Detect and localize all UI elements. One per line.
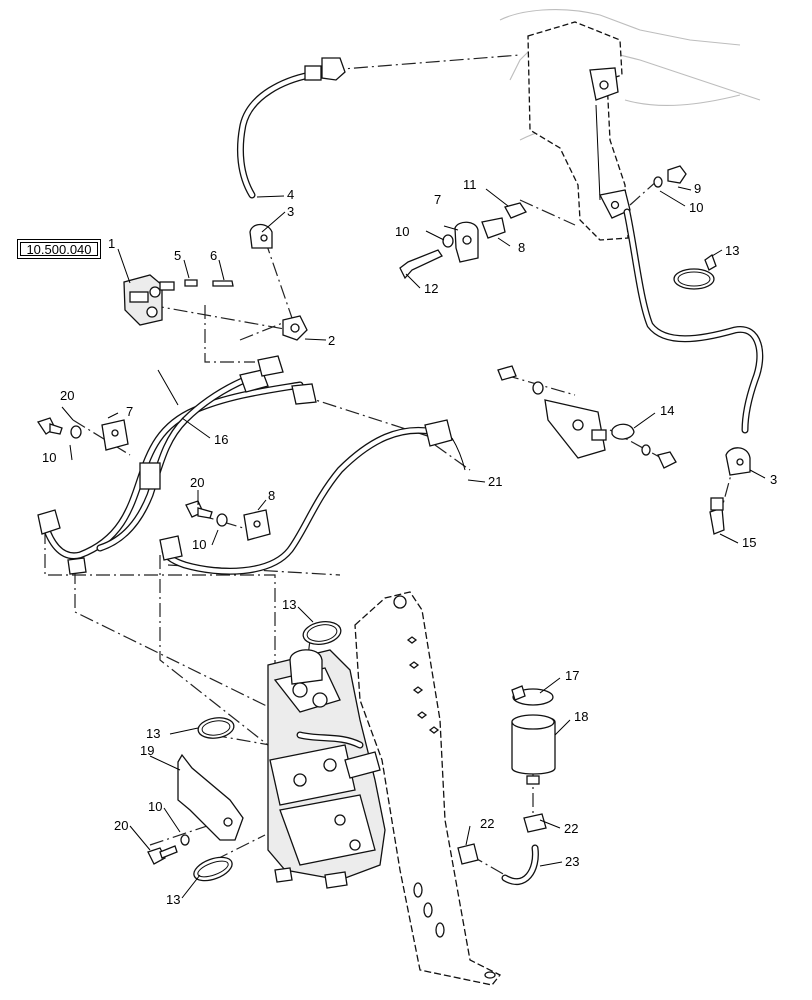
clamp-part-13-bottom[interactable] [191, 853, 235, 885]
callout-8-upper[interactable]: 8 [518, 240, 525, 255]
fitting-part-15[interactable] [709, 497, 725, 535]
shield-part-19[interactable] [177, 753, 244, 841]
callout-10-upper[interactable]: 10 [395, 224, 409, 239]
callout-13-bottom[interactable]: 13 [166, 892, 180, 907]
spacer-part-11[interactable] [504, 202, 527, 219]
bracket-holes [406, 636, 496, 979]
callout-15[interactable]: 15 [742, 535, 756, 550]
callout-3-upper[interactable]: 3 [287, 204, 294, 219]
callout-7-upper[interactable]: 7 [434, 192, 441, 207]
callout-5[interactable]: 5 [174, 248, 181, 263]
fitting-part-2[interactable] [282, 315, 308, 341]
compressor-assembly[interactable] [267, 649, 386, 889]
washer-part-10-lower[interactable] [180, 834, 190, 846]
bolt-part-20-left[interactable] [36, 417, 63, 435]
callout-10-right[interactable]: 10 [689, 200, 703, 215]
washer-part-10-left[interactable] [70, 425, 82, 439]
callout-1[interactable]: 1 [108, 236, 115, 251]
callout-20-lower[interactable]: 20 [114, 818, 128, 833]
hose-part-4[interactable] [236, 57, 346, 199]
pin-part-6[interactable] [212, 280, 234, 287]
callout-12[interactable]: 12 [424, 281, 438, 296]
mounting-bracket-upper[interactable] [527, 21, 631, 241]
bracket-part-14[interactable] [497, 365, 677, 469]
callout-10-left[interactable]: 10 [42, 450, 56, 465]
callout-16[interactable]: 16 [214, 432, 228, 447]
callout-23[interactable]: 23 [565, 854, 579, 869]
callout-6[interactable]: 6 [210, 248, 217, 263]
clip-part-8-upper[interactable] [481, 217, 506, 239]
callout-18[interactable]: 18 [574, 709, 588, 724]
callout-4[interactable]: 4 [287, 187, 294, 202]
callout-22-right[interactable]: 22 [564, 821, 578, 836]
leader-lines [61, 186, 766, 899]
clamp-part-7-left[interactable] [101, 419, 129, 451]
callout-22-left[interactable]: 22 [480, 816, 494, 831]
callout-7-left[interactable]: 7 [126, 404, 133, 419]
callout-20-middle[interactable]: 20 [190, 475, 204, 490]
clamp-part-17[interactable] [511, 685, 554, 706]
fitting-part-22-right[interactable] [523, 813, 547, 833]
filter-part-18[interactable] [511, 714, 556, 785]
harness-part-21[interactable] [159, 419, 466, 575]
callout-2[interactable]: 2 [328, 333, 335, 348]
clamp-part-3-right[interactable] [725, 447, 751, 476]
washer-part-10-upper[interactable] [442, 234, 454, 248]
callout-13-lower-top[interactable]: 13 [282, 597, 296, 612]
clamp-part-13-lower-top[interactable] [301, 619, 342, 647]
clamp-part-7-upper[interactable] [454, 221, 479, 263]
callout-19[interactable]: 19 [140, 743, 154, 758]
harness-part-16[interactable] [37, 355, 317, 575]
nut-part-9[interactable] [667, 165, 687, 184]
callout-14[interactable]: 14 [660, 403, 674, 418]
callout-9[interactable]: 9 [694, 181, 701, 196]
bolt-part-20-middle[interactable] [185, 500, 213, 519]
fitting-part-22-left[interactable] [457, 843, 479, 865]
bolt-part-12[interactable] [399, 249, 443, 280]
callout-10-lower[interactable]: 10 [148, 799, 162, 814]
callout-13-lower-left[interactable]: 13 [146, 726, 160, 741]
callout-13-upper-right[interactable]: 13 [725, 243, 739, 258]
callout-20-left[interactable]: 20 [60, 388, 74, 403]
reference-box[interactable]: 10.500.040 [17, 239, 101, 259]
mounting-bracket-lower[interactable] [354, 591, 502, 986]
hose-right-side[interactable] [623, 208, 764, 434]
pin-part-5[interactable] [184, 279, 198, 287]
hose-part-23[interactable] [501, 844, 539, 886]
clamp-part-13-upper-right[interactable] [673, 253, 717, 290]
washer-part-10-middle[interactable] [216, 513, 228, 527]
valve-part-1[interactable] [123, 274, 175, 326]
callout-3-right[interactable]: 3 [770, 472, 777, 487]
clamp-part-13-lower-left[interactable] [197, 716, 235, 741]
callout-17[interactable]: 17 [565, 668, 579, 683]
clamp-part-3-upper[interactable] [249, 223, 273, 249]
washer-part-10-right[interactable] [653, 176, 663, 188]
callout-10-middle[interactable]: 10 [192, 537, 206, 552]
callout-11[interactable]: 11 [463, 177, 477, 192]
callout-21[interactable]: 21 [488, 474, 502, 489]
clip-part-8-middle[interactable] [243, 509, 271, 541]
callout-8-middle[interactable]: 8 [268, 488, 275, 503]
bolt-part-20-lower[interactable] [147, 845, 178, 865]
callout-labels: 1 2 3 3 4 5 6 7 7 8 8 9 10 10 10 10 10 1… [42, 177, 777, 907]
